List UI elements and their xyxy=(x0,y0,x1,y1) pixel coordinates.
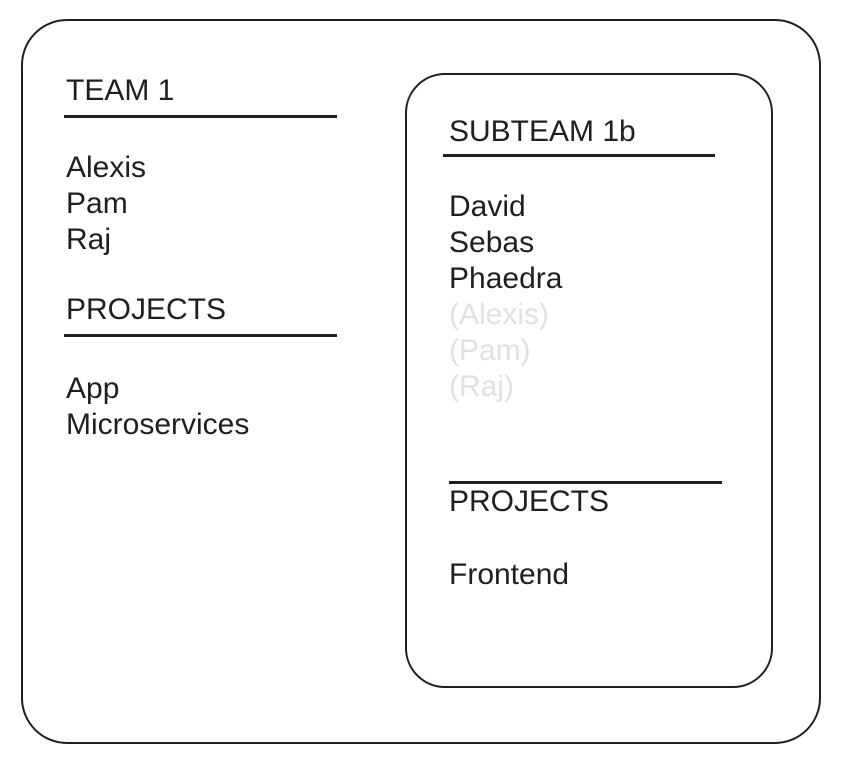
team-member: Pam xyxy=(66,187,128,220)
subteam-member: David xyxy=(449,190,526,223)
team-heading: TEAM 1 xyxy=(66,74,175,107)
subteam-heading-underline xyxy=(443,154,715,157)
subteam-inherited-member: (Alexis) xyxy=(449,298,550,331)
team-member: Alexis xyxy=(66,151,147,184)
team-projects-underline xyxy=(64,334,337,337)
subteam-1b-box: SUBTEAM 1b David Sebas Phaedra (Alexis) … xyxy=(405,73,773,688)
team-project-list: App Microservices xyxy=(66,371,249,443)
subteam-projects-overline xyxy=(449,481,722,484)
subteam-project: Frontend xyxy=(449,558,570,591)
team-member-list: Alexis Pam Raj xyxy=(66,150,146,258)
subteam-projects-heading: PROJECTS xyxy=(449,485,610,518)
team-heading-underline xyxy=(64,115,337,118)
subteam-member: Sebas xyxy=(449,226,535,259)
team-project: Microservices xyxy=(66,408,250,441)
team-member: Raj xyxy=(66,223,112,256)
subteam-member: Phaedra xyxy=(449,262,563,295)
team-project: App xyxy=(66,372,120,405)
subteam-project-list: Frontend xyxy=(449,557,569,593)
subteam-heading: SUBTEAM 1b xyxy=(449,115,636,148)
subteam-inherited-member: (Raj) xyxy=(449,370,514,403)
subteam-member-list: David Sebas Phaedra (Alexis) (Pam) (Raj) xyxy=(449,189,562,405)
subteam-inherited-member: (Pam) xyxy=(449,334,531,367)
team-1-box: TEAM 1 Alexis Pam Raj PROJECTS App Micro… xyxy=(21,19,821,744)
team-projects-heading: PROJECTS xyxy=(66,293,227,326)
